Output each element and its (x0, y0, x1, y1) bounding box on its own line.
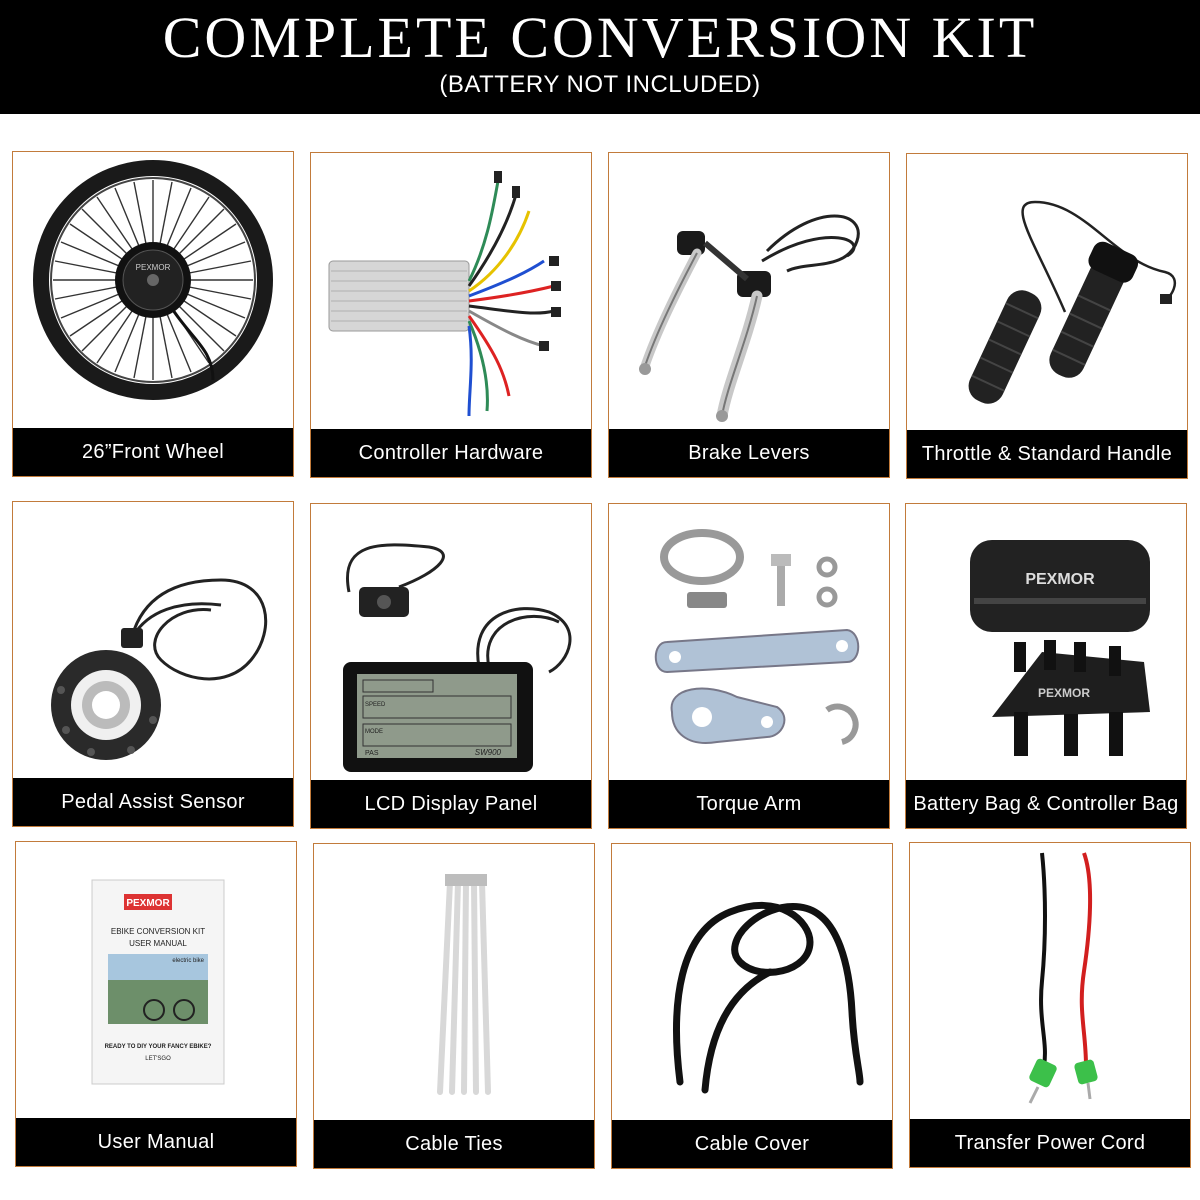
manual-logo-text: PEXMOR (126, 898, 170, 909)
item-card-lcd-display: SPEED MODE PAS SW900 LCD Display Panel (310, 503, 592, 829)
manual-title-line2: USER MANUAL (129, 939, 187, 948)
cable-cover-icon (673, 902, 864, 1094)
page-title: COMPLETE CONVERSION KIT (162, 5, 1038, 70)
item-label: User Manual (16, 1118, 296, 1166)
item-label: Pedal Assist Sensor (13, 778, 293, 826)
item-label: LCD Display Panel (311, 780, 591, 828)
torque-arm-icon (654, 529, 860, 745)
controller-bag-logo: PEXMOR (1038, 686, 1090, 700)
item-label: Cable Ties (314, 1120, 594, 1168)
lcd-model-text: SW900 (475, 748, 502, 757)
controller-icon (328, 171, 561, 417)
lcd-speed-text: SPEED (365, 702, 386, 708)
item-card-brake-levers: Brake Levers (608, 152, 890, 478)
item-card-front-wheel: PEXMOR 26”Front Wheel (12, 151, 294, 477)
manual-footer-line1: READY TO DIY YOUR FANCY EBIKE? (105, 1044, 212, 1050)
brake-lever-icon (639, 214, 860, 422)
item-label: Torque Arm (609, 780, 889, 828)
item-label: Throttle & Standard Handle (907, 430, 1187, 478)
lcd-display-icon: SPEED MODE PAS SW900 (343, 543, 572, 772)
item-label: Brake Levers (609, 429, 889, 477)
item-card-controller: Controller Hardware (310, 152, 592, 478)
wheel-icon: PEXMOR (33, 160, 273, 400)
item-card-cable-ties: Cable Ties (313, 843, 595, 1169)
item-card-throttle-handle: Throttle & Standard Handle (906, 153, 1188, 479)
wheel-brand-text: PEXMOR (136, 263, 171, 272)
power-cord-icon (1028, 852, 1098, 1104)
manual-title-line1: EBIKE CONVERSION KIT (111, 927, 205, 936)
item-label: Transfer Power Cord (910, 1119, 1190, 1167)
battery-bag-logo: PEXMOR (1025, 571, 1095, 588)
item-label: Battery Bag & Controller Bag (906, 780, 1186, 828)
item-label: Controller Hardware (311, 429, 591, 477)
header-banner: COMPLETE CONVERSION KIT (BATTERY NOT INC… (0, 0, 1200, 114)
lcd-pas-text: PAS (365, 750, 379, 757)
manual-icon: PEXMOR EBIKE CONVERSION KIT USER MANUAL … (91, 879, 225, 1085)
throttle-handle-icon (968, 200, 1177, 404)
page-subtitle: (BATTERY NOT INCLUDED) (439, 71, 761, 98)
item-card-bags: PEXMOR PEXMOR Battery Bag & Controller B… (905, 503, 1187, 829)
lcd-mode-text: MODE (365, 729, 383, 735)
item-card-pedal-sensor: Pedal Assist Sensor (12, 501, 294, 827)
item-card-power-cord: Transfer Power Cord (909, 842, 1191, 1168)
item-card-user-manual: PEXMOR EBIKE CONVERSION KIT USER MANUAL … (15, 841, 297, 1167)
manual-footer-line2: LET'SGO (145, 1056, 171, 1062)
item-card-cable-cover: Cable Cover (611, 843, 893, 1169)
cable-ties-icon (437, 874, 491, 1095)
item-card-torque-arm: Torque Arm (608, 503, 890, 829)
manual-photo-caption: electric bike (172, 958, 204, 964)
bag-icon: PEXMOR PEXMOR (970, 540, 1150, 756)
item-label: 26”Front Wheel (13, 428, 293, 476)
pedal-sensor-icon (51, 578, 268, 760)
item-label: Cable Cover (612, 1120, 892, 1168)
